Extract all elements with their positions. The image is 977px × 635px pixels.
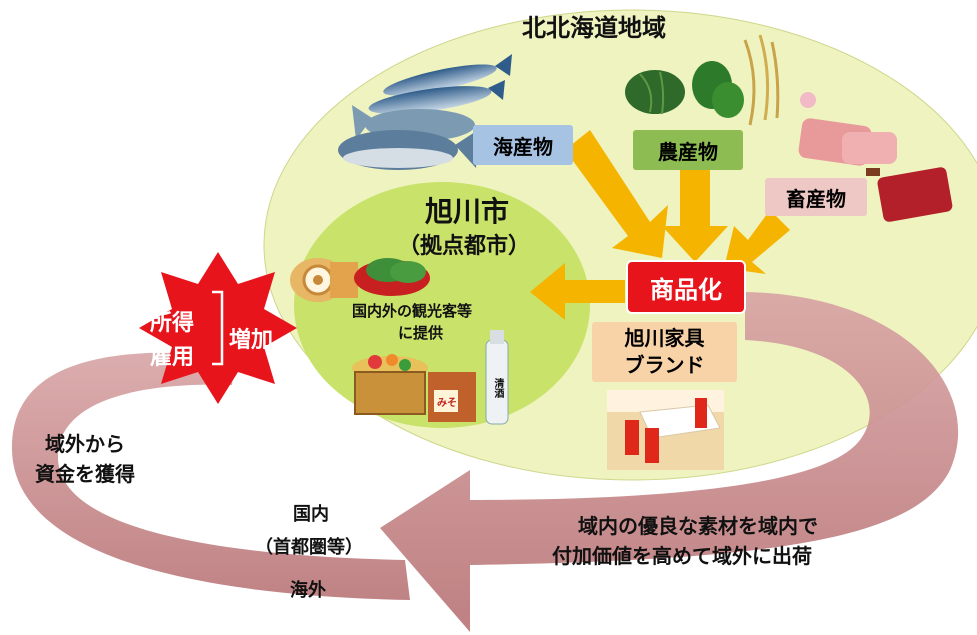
meat-illustration <box>798 92 953 222</box>
commercialize-box: 商品化 <box>626 260 746 314</box>
export-text-1: 域内の優良な素材を域内で <box>578 514 818 538</box>
sake-label: 清酒 <box>492 378 503 398</box>
furniture-brand-box: 旭川家具 ブランド <box>592 322 737 382</box>
marine-products-box: 海産物 <box>473 125 573 165</box>
city-name: 旭川市 <box>425 195 510 228</box>
product-arrows <box>530 130 790 320</box>
destination-capital: （首都圏等） <box>255 537 363 558</box>
tourist-text-2: に提供 <box>398 324 444 342</box>
tourist-text-1: 国内外の観光客等 <box>352 302 473 320</box>
miso-label: みそ <box>437 398 457 409</box>
export-arrow <box>380 292 959 632</box>
income-label-1: 所得 <box>150 311 195 336</box>
city-role: （拠点都市） <box>398 234 531 259</box>
food-products-illustration <box>352 330 509 425</box>
furniture-photo <box>607 390 724 470</box>
income-burst <box>139 252 297 404</box>
export-text-2: 付加価値を高めて域外に出荷 <box>552 544 812 568</box>
livestock-products-box: 畜産物 <box>765 178 867 216</box>
income-increase: 増加 <box>229 328 274 353</box>
income-bracket <box>212 290 224 366</box>
funds-text-1: 域外から <box>45 432 125 456</box>
fish-illustration <box>338 54 512 170</box>
return-arrow <box>11 352 410 600</box>
vegetable-illustration <box>625 34 780 126</box>
furniture-line-2: ブランド <box>624 353 705 377</box>
region-title: 北北海道地域 <box>522 14 666 42</box>
income-label-2: 雇用 <box>150 345 195 370</box>
sweets-illustration <box>290 258 430 302</box>
destination-domestic: 国内 <box>293 504 329 525</box>
destination-overseas: 海外 <box>290 580 326 601</box>
funds-text-2: 資金を獲得 <box>35 462 135 486</box>
agricultural-products-box: 農産物 <box>633 130 743 170</box>
furniture-line-1: 旭川家具 <box>624 326 705 350</box>
